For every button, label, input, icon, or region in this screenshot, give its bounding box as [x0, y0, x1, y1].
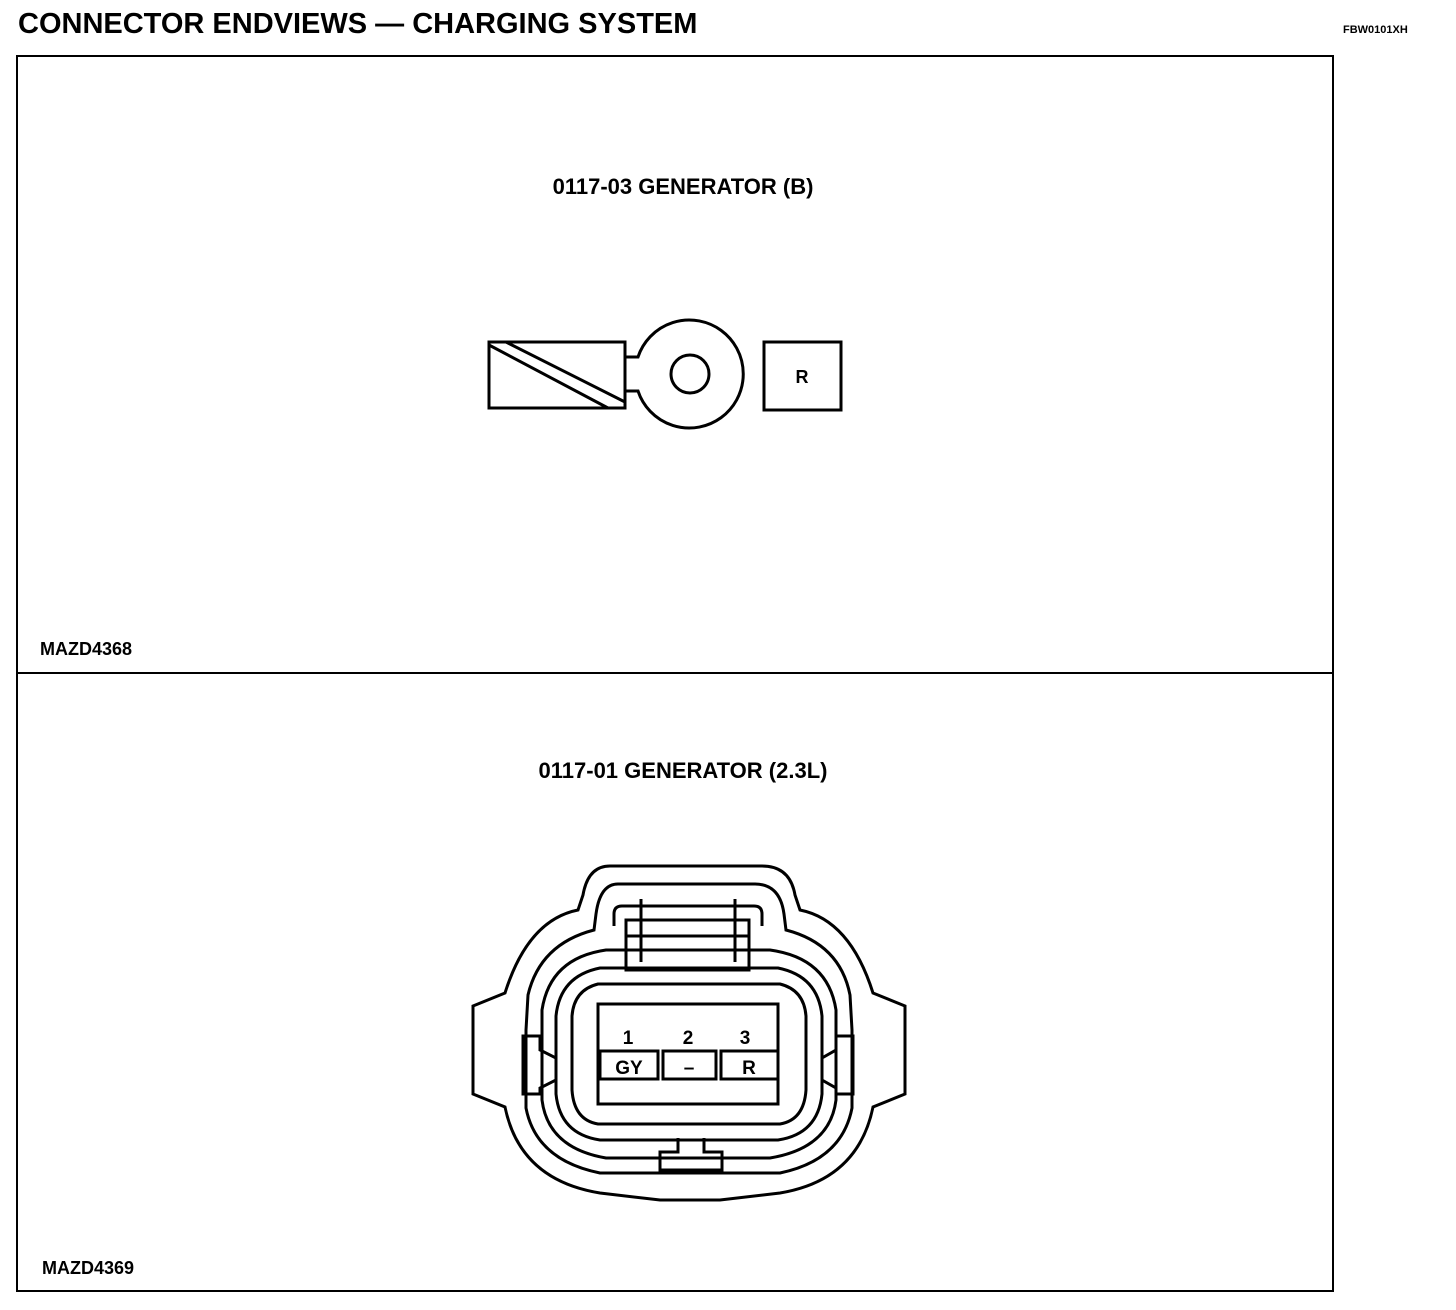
pin-color-1: GY — [615, 1058, 643, 1079]
terminal-crimp-barrel — [487, 340, 627, 410]
pin-number-2: 2 — [683, 1028, 694, 1049]
wire-color-box — [762, 340, 843, 412]
latch-tab — [624, 918, 751, 972]
terminal-stud-hole — [669, 353, 711, 395]
panel-title-generator-2-3l: 0117-01 GENERATOR (2.3L) — [538, 758, 828, 783]
ref-code-panel-2: MAZD4369 — [42, 1258, 135, 1278]
housing-shell-3 — [540, 948, 838, 1160]
ring-terminal-drawing — [487, 318, 843, 430]
panel-divider — [16, 672, 1334, 674]
terminal-wire-stripe-lower — [505, 340, 626, 404]
pin-box-2 — [661, 1049, 718, 1081]
terminal-wire-color-label: R — [796, 367, 809, 387]
side-key-right — [820, 1034, 855, 1096]
latch-frame — [612, 904, 764, 926]
document-code: FBW0101XH — [1343, 24, 1408, 36]
ref-code-panel-1: MAZD4368 — [40, 639, 133, 659]
terminal-cavity — [570, 982, 808, 1126]
terminal-ring-eye — [623, 318, 745, 430]
panel-title-generator-b: 0117-03 GENERATOR (B) — [552, 174, 814, 199]
pin-number-3: 3 — [740, 1028, 751, 1049]
page-title: CONNECTOR ENDVIEWS — CHARGING SYSTEM — [18, 8, 698, 40]
pin-color-2: – — [684, 1058, 695, 1079]
housing-shell-4 — [554, 966, 824, 1142]
side-key-left — [521, 1034, 558, 1096]
pin-number-1: 1 — [623, 1028, 634, 1049]
pin-box-1 — [598, 1049, 660, 1081]
generator-connector-drawing — [471, 864, 907, 1202]
bottom-key — [658, 1138, 724, 1172]
pin-face — [596, 1002, 780, 1106]
housing-outer — [471, 864, 907, 1202]
pin-box-3 — [719, 1049, 780, 1081]
housing-shell-2 — [524, 882, 854, 1175]
pin-color-3: R — [742, 1058, 756, 1079]
terminal-wire-stripe-upper — [488, 343, 609, 410]
